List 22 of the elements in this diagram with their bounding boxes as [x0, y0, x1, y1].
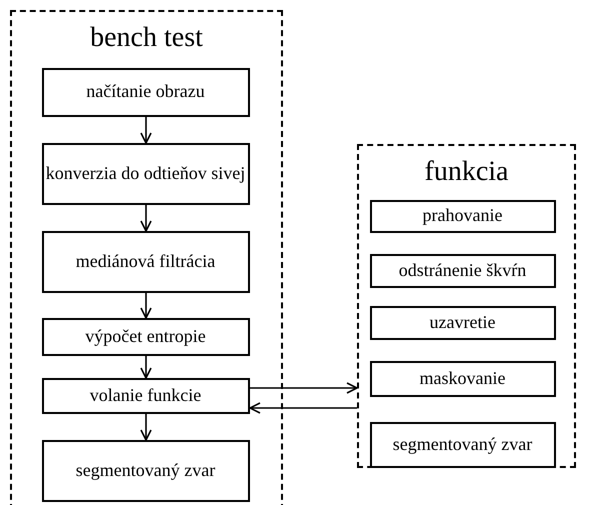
arrow	[140, 293, 152, 319]
process-box: uzavretie	[370, 306, 556, 340]
arrow	[249, 402, 357, 414]
dashed-group-frame	[10, 10, 283, 505]
process-box: segmentovaný zvar	[370, 422, 556, 468]
dashed-group-frame	[357, 144, 576, 468]
arrow	[140, 205, 152, 232]
process-box: prahovanie	[370, 200, 556, 232]
process-box: konverzia do odtieňov sivej	[42, 142, 250, 204]
process-box: výpočet entropie	[42, 318, 250, 356]
process-box: mediánová filtrácia	[42, 230, 250, 292]
group-title: funkcia	[424, 158, 508, 186]
process-box: segmentovaný zvar	[42, 440, 250, 502]
arrow	[140, 356, 152, 379]
process-box: volanie funkcie	[42, 378, 250, 414]
process-box: maskovanie	[370, 360, 556, 396]
arrow	[140, 117, 152, 144]
group-title: bench test	[90, 24, 203, 52]
arrow	[140, 414, 152, 441]
process-box: načítanie obrazu	[42, 68, 250, 116]
process-box: odstránenie škvŕn	[370, 254, 556, 288]
arrow	[250, 382, 358, 394]
